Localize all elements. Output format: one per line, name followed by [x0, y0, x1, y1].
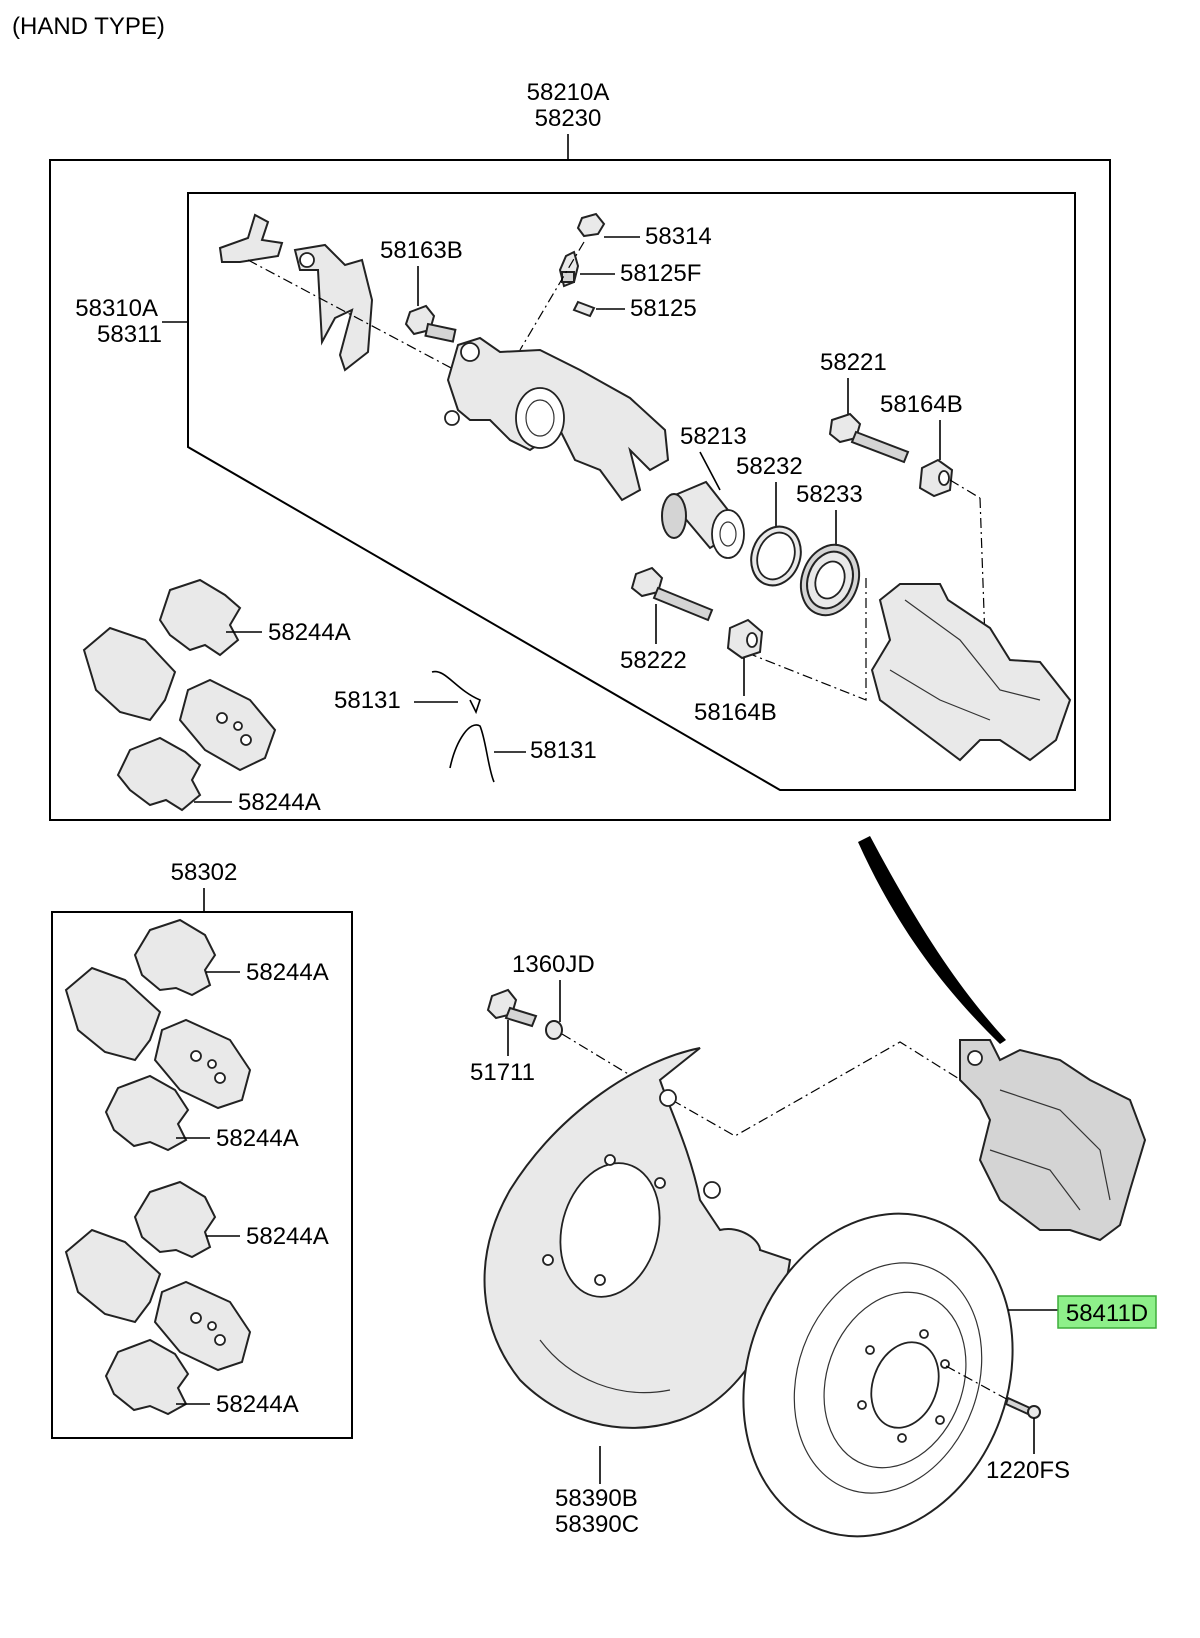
label-1360JD[interactable]: 1360JD: [512, 951, 595, 978]
label-58213[interactable]: 58213: [680, 423, 747, 450]
piston-58213-icon: [661, 480, 745, 559]
dash-screw-line: [945, 1365, 1013, 1403]
pad-clip-upper-icon: [158, 578, 242, 657]
label-51711[interactable]: 51711: [470, 1059, 535, 1086]
kit-clip-1-icon: [133, 918, 217, 997]
label-58164B-lower[interactable]: 58164B: [694, 699, 777, 726]
label-58131-lower[interactable]: 58131: [530, 737, 597, 764]
pad-clip-lower-icon: [116, 736, 202, 812]
label-58244A-2[interactable]: 58244A: [238, 789, 321, 816]
guide-pin-58222-icon: [630, 566, 714, 622]
dash-bracket-line: [247, 259, 456, 371]
bolt-51711-icon: [486, 988, 538, 1028]
label-58390C[interactable]: 58390C: [555, 1511, 639, 1538]
direction-arrow-icon: [858, 836, 1006, 1044]
brake-disc-icon: [742, 1212, 1014, 1538]
cap-58314-icon: [576, 212, 606, 238]
caliper-body-icon: [444, 336, 670, 502]
label-58244A-3[interactable]: 58244A: [246, 959, 329, 986]
label-58163B[interactable]: 58163B: [380, 237, 463, 264]
bracket-clip-icon: [218, 213, 284, 263]
kit-clip-3-icon: [133, 1180, 217, 1259]
boot-58233-icon: [799, 543, 861, 617]
caliper-assembly-box: [49, 159, 1111, 821]
dash-boot-upper-2: [979, 497, 986, 641]
guide-pin-58221-icon: [828, 412, 910, 464]
diagram-title: (HAND TYPE): [12, 13, 165, 40]
label-58221[interactable]: 58221: [820, 349, 887, 376]
label-58244A-1[interactable]: 58244A: [268, 619, 351, 646]
bolt-58163B-icon: [404, 304, 457, 343]
label-58311[interactable]: 58311: [97, 321, 162, 348]
label-58244A-6[interactable]: 58244A: [216, 1391, 299, 1418]
label-58302[interactable]: 58302: [171, 859, 238, 886]
boot-58164B-upper-icon: [918, 458, 954, 498]
pad-kit-box: [51, 911, 353, 1439]
dash-boot-upper: [949, 479, 981, 499]
label-58164B-upper[interactable]: 58164B: [880, 391, 963, 418]
bleeder-58125F-icon: [558, 250, 580, 288]
dust-cover-icon: [483, 1047, 792, 1429]
caliper-body-box: [187, 192, 1076, 791]
label-58230[interactable]: 58230: [535, 105, 602, 132]
dash-caliper-line: [671, 1041, 981, 1137]
dust-cap-58125-icon: [572, 300, 596, 318]
kit-pad-inner-1-icon: [153, 1018, 252, 1110]
caliper-assembly-icon: [959, 1039, 1147, 1242]
label-58125[interactable]: 58125: [630, 295, 697, 322]
label-58244A-5[interactable]: 58244A: [246, 1223, 329, 1250]
label-58310A[interactable]: 58310A: [75, 295, 158, 322]
label-58411D[interactable]: 58411D: [1066, 1300, 1148, 1327]
kit-pad-outer-1-icon: [64, 966, 162, 1062]
caliper-bracket-icon: [870, 583, 1072, 762]
label-1220FS[interactable]: 1220FS: [986, 1457, 1070, 1484]
label-58314[interactable]: 58314: [645, 223, 712, 250]
label-58131-upper[interactable]: 58131: [334, 687, 401, 714]
label-58244A-4[interactable]: 58244A: [216, 1125, 299, 1152]
parking-lever-icon: [293, 243, 374, 372]
label-58390B[interactable]: 58390B: [555, 1485, 638, 1512]
dash-bleeder-line: [519, 241, 585, 351]
label-58210A[interactable]: 58210A: [527, 79, 610, 106]
spring-58131-lower-icon: [449, 724, 495, 783]
brake-pad-outer-icon: [82, 626, 177, 722]
brake-pad-inner-icon: [178, 678, 277, 772]
spring-58131-upper-icon: [431, 670, 481, 715]
seal-58232-icon: [750, 525, 802, 587]
kit-pad-outer-2-icon: [64, 1228, 162, 1324]
label-58232[interactable]: 58232: [736, 453, 803, 480]
label-58233[interactable]: 58233: [796, 481, 863, 508]
label-58125F[interactable]: 58125F: [620, 260, 701, 287]
screw-1220FS-icon: [1004, 1396, 1041, 1419]
highlight-58411D: [1057, 1295, 1157, 1329]
leader-58213: [699, 451, 721, 491]
boot-58164B-lower-icon: [726, 618, 764, 660]
kit-clip-2-icon: [104, 1074, 190, 1152]
dash-boot-58233: [739, 578, 867, 701]
washer-1360JD-icon: [545, 1020, 563, 1040]
kit-clip-4-icon: [104, 1338, 190, 1416]
label-58222[interactable]: 58222: [620, 647, 687, 674]
kit-pad-inner-2-icon: [153, 1280, 252, 1372]
